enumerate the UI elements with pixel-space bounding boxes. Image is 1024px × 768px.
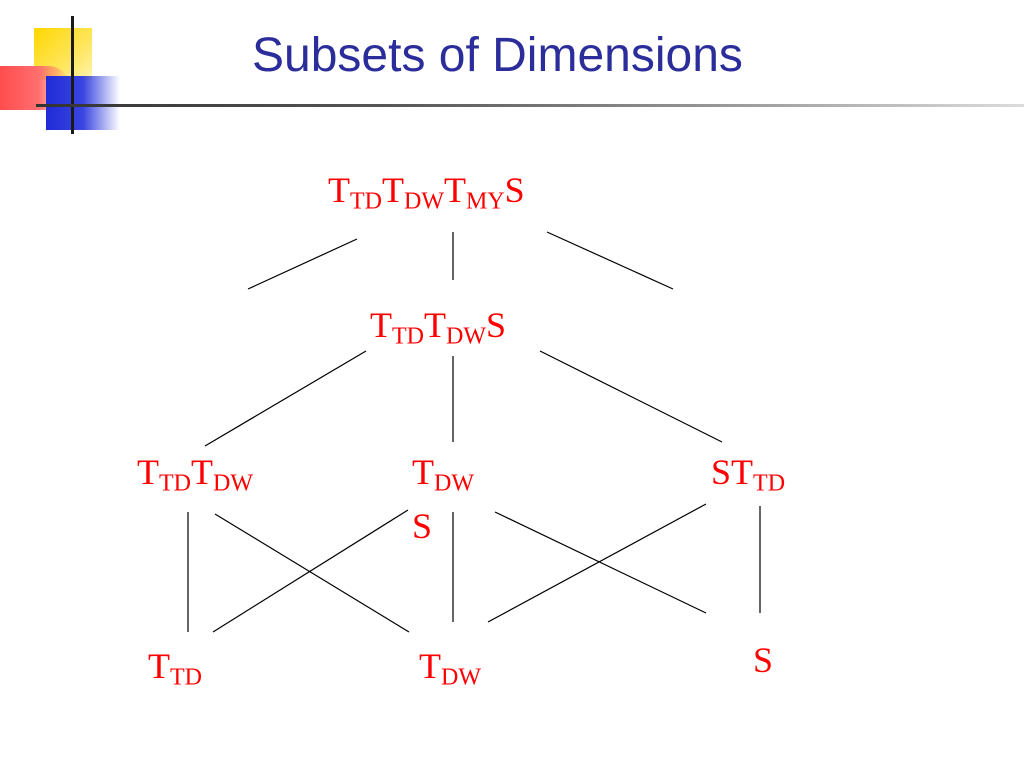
node-subscript: DW <box>404 188 444 215</box>
node-subscript: DW <box>213 470 253 497</box>
node-subscript: TD <box>753 470 786 497</box>
node-symbol: T <box>731 452 754 492</box>
edge-top-left <box>247 238 358 290</box>
edge-top-right <box>546 231 674 290</box>
logo-blue-square <box>46 76 120 130</box>
node-symbol: S <box>485 305 507 345</box>
node-symbol: T <box>412 452 434 492</box>
edge-dws-s <box>494 511 707 614</box>
title-underline <box>36 104 1024 107</box>
node-subscript: TD <box>392 323 424 350</box>
node-ttd: TTD <box>148 646 202 690</box>
node-symbol: S <box>711 452 732 492</box>
node-ttd-tdw-tmy-s: TTDTDWTMYS <box>328 170 525 214</box>
node-symbol: S <box>753 640 774 680</box>
node-symbol: S <box>504 170 525 210</box>
node-symbol: T <box>419 646 441 686</box>
node-tdw-s: TDW <box>412 452 474 496</box>
page-title: Subsets of Dimensions <box>252 29 743 82</box>
edge-mid-tdtdw <box>204 350 367 447</box>
node-tdw: TDW <box>419 646 481 690</box>
node-subscript: MY <box>465 188 505 215</box>
edge-std-dw <box>487 503 707 623</box>
node-symbol: T <box>137 452 159 492</box>
node-symbol: T <box>443 170 466 210</box>
node-subscript: TD <box>350 188 382 215</box>
node-subscript: DW <box>434 470 474 497</box>
node-symbol: T <box>191 452 213 492</box>
node-symbol: T <box>424 305 446 345</box>
node-subscript: DW <box>446 323 486 350</box>
node-symbol: T <box>328 170 350 210</box>
node-s: S <box>753 642 773 678</box>
node-ttd-tdw: TTDTDW <box>137 452 253 496</box>
node-subscript: DW <box>441 664 481 691</box>
edge-tdtdw-dw <box>214 513 410 633</box>
lattice-edges <box>187 231 761 633</box>
logo-vertical-line <box>71 16 74 134</box>
edge-mid-std <box>539 350 723 443</box>
node-symbol: T <box>382 170 404 210</box>
node-symbol: T <box>370 305 392 345</box>
node-tdw-s-tail: S <box>412 506 433 546</box>
node-s-ttd: STTD <box>711 452 785 496</box>
node-ttd-tdw-s: TTDTDWS <box>370 305 507 349</box>
edge-dws-td <box>212 509 409 633</box>
node-symbol: T <box>148 646 170 686</box>
node-subscript: TD <box>170 664 202 691</box>
node-subscript: TD <box>159 470 191 497</box>
